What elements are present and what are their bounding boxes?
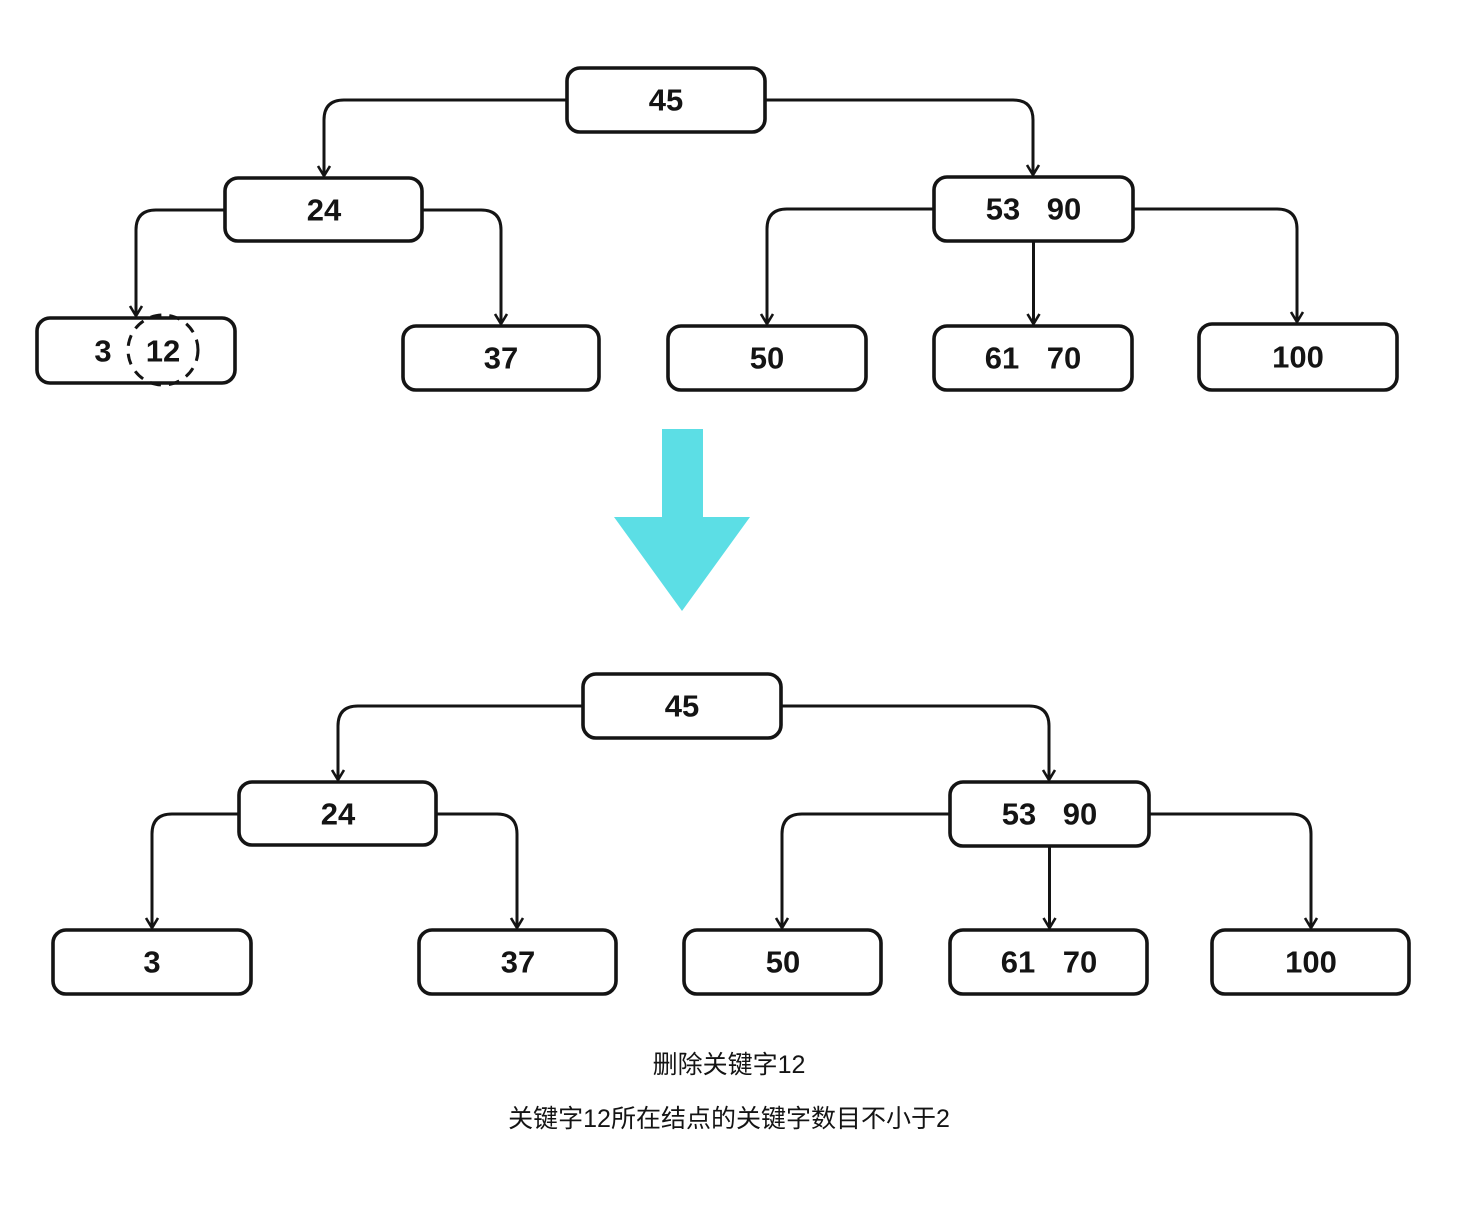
edge-after-root-to-24 — [330, 704, 583, 783]
node-before-53-90: 53 90 — [932, 175, 1135, 243]
node-box — [932, 324, 1134, 392]
node-key: 100 — [1272, 340, 1324, 375]
node-key: 50 — [766, 945, 800, 980]
node-box — [581, 672, 783, 740]
node-key-deleted: 12 — [146, 334, 180, 369]
tree-after: 45 24 53 90 3 37 50 — [51, 672, 1411, 996]
edge-after-24-to-37 — [436, 812, 525, 931]
node-box — [35, 316, 237, 385]
caption-line-1: 删除关键字12 — [653, 1051, 806, 1079]
node-box — [682, 928, 883, 996]
deleted-key-dashed-circle — [126, 313, 200, 387]
node-after-root: 45 — [581, 672, 783, 740]
node-key: 61 — [1001, 945, 1035, 980]
node-after-50: 50 — [682, 928, 883, 996]
node-box — [666, 324, 868, 392]
node-key: 70 — [1047, 341, 1081, 376]
node-after-24: 24 — [237, 780, 438, 847]
node-box — [223, 176, 424, 243]
node-before-50: 50 — [666, 324, 868, 392]
node-box — [1197, 322, 1399, 392]
node-box — [417, 928, 618, 996]
node-key: 24 — [321, 797, 356, 832]
node-box — [401, 324, 601, 392]
transform-down-arrow-icon — [614, 429, 750, 611]
edge-after-5390-to-50 — [774, 812, 950, 931]
node-key: 37 — [484, 341, 518, 376]
node-key: 100 — [1285, 945, 1337, 980]
node-after-100: 100 — [1210, 928, 1411, 996]
node-key: 3 — [94, 334, 111, 369]
node-box — [932, 175, 1135, 243]
node-before-3-12: 3 12 — [35, 313, 237, 387]
caption-line-2: 关键字12所在结点的关键字数目不小于2 — [508, 1105, 950, 1133]
tree-before: 45 24 53 90 3 12 37 50 — [35, 66, 1399, 392]
node-box — [237, 780, 438, 847]
edge-before-root-to-5390 — [765, 98, 1041, 178]
node-key: 3 — [143, 945, 160, 980]
node-key: 53 — [1002, 797, 1036, 832]
node-after-53-90: 53 90 — [948, 780, 1151, 848]
node-before-24: 24 — [223, 176, 424, 243]
edge-after-24-to-3 — [144, 812, 239, 931]
node-after-61-70: 61 70 — [948, 928, 1149, 996]
node-key: 24 — [307, 193, 342, 228]
node-key: 90 — [1063, 797, 1097, 832]
node-key: 37 — [501, 945, 535, 980]
edge-before-5390-to-50 — [759, 207, 934, 327]
node-before-100: 100 — [1197, 322, 1399, 392]
node-key: 90 — [1047, 192, 1081, 227]
node-box — [948, 780, 1151, 848]
node-key: 70 — [1063, 945, 1097, 980]
node-before-37: 37 — [401, 324, 601, 392]
edge-before-5390-to-100 — [1133, 207, 1305, 325]
node-after-3: 3 — [51, 928, 253, 996]
node-box — [51, 928, 253, 996]
node-key: 61 — [985, 341, 1019, 376]
node-before-root: 45 — [565, 66, 767, 134]
node-box — [1210, 928, 1411, 996]
node-key: 45 — [649, 83, 683, 118]
edge-after-5390-to-100 — [1149, 812, 1319, 931]
node-box — [948, 928, 1149, 996]
node-key: 53 — [986, 192, 1020, 227]
node-box — [565, 66, 767, 134]
edge-before-root-to-24 — [316, 98, 567, 179]
edge-before-24-to-3-12 — [128, 208, 225, 319]
node-before-61-70: 61 70 — [932, 324, 1134, 392]
node-key: 50 — [750, 341, 784, 376]
node-key: 45 — [665, 689, 699, 724]
node-after-37: 37 — [417, 928, 618, 996]
edge-after-root-to-5390 — [781, 704, 1057, 783]
edge-before-24-to-37 — [422, 208, 509, 327]
